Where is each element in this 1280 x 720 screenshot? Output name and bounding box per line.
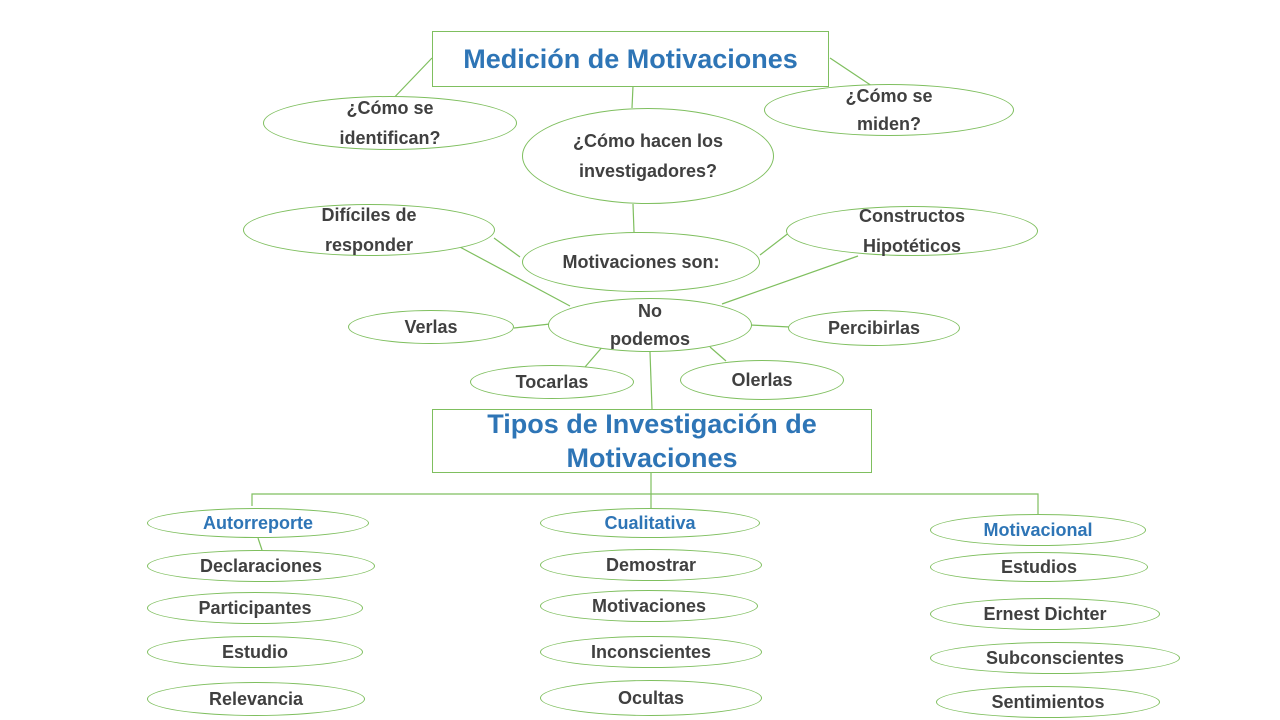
research-types-title: Tipos de Investigación de Motivaciones <box>487 409 817 473</box>
see-label: Verlas <box>404 317 458 337</box>
touch-oval: Tocarlas <box>470 365 634 399</box>
list-item-label: Motivaciones <box>591 596 707 616</box>
difficult-oval: Difíciles de responder <box>243 204 495 256</box>
perceive-oval: Percibirlas <box>788 310 960 346</box>
question-measure: ¿Cómo se miden? <box>845 86 933 134</box>
list-item: Relevancia <box>147 682 365 716</box>
line-cannot-types <box>649 351 653 410</box>
question-researchers: ¿Cómo hacen los investigadores? <box>572 131 724 181</box>
list-item-label: Declaraciones <box>199 556 323 576</box>
list-item: Motivaciones <box>540 590 758 622</box>
list-item: Subconscientes <box>930 642 1180 674</box>
line-constructs-cannot <box>721 255 859 305</box>
motivational-heading: Motivacional <box>983 520 1093 540</box>
list-item-label: Subconscientes <box>985 648 1125 668</box>
perceive-label: Percibirlas <box>827 318 921 338</box>
question-researchers-oval: ¿Cómo hacen los investigadores? <box>522 108 774 204</box>
line-motivations-constructs <box>759 231 791 256</box>
qualitative-heading: Cualitativa <box>604 513 696 533</box>
list-item: Sentimientos <box>936 686 1160 718</box>
line-difficult-cannot <box>457 245 571 307</box>
line-cannot-see <box>513 323 551 329</box>
self-report-heading: Autorreporte <box>202 513 313 533</box>
motivational-heading-oval: Motivacional <box>930 514 1146 546</box>
list-item-label: Estudio <box>222 642 288 662</box>
line-cannot-smell <box>709 346 727 362</box>
difficult-label: Difíciles de responder <box>321 205 417 255</box>
line-selfreport-declarations <box>257 537 263 551</box>
see-oval: Verlas <box>348 310 514 344</box>
list-item-label: Demostrar <box>605 555 697 575</box>
motivations-are-oval: Motivaciones son: <box>522 232 760 292</box>
smell-label: Olerlas <box>731 370 793 390</box>
research-types-box: Tipos de Investigación de Motivaciones <box>432 409 872 473</box>
question-measure-oval: ¿Cómo se miden? <box>764 84 1014 136</box>
line-types-bracket <box>251 493 1039 514</box>
list-item-label: Participantes <box>198 598 312 618</box>
list-item: Estudios <box>930 552 1148 582</box>
line-title-researchers <box>631 85 634 109</box>
list-item: Ernest Dichter <box>930 598 1160 630</box>
line-cannot-perceive <box>749 324 791 328</box>
line-title-measure <box>829 57 876 89</box>
question-identify-oval: ¿Cómo se identifican? <box>263 96 517 150</box>
list-item: Participantes <box>147 592 363 624</box>
list-item-label: Ernest Dichter <box>983 604 1107 624</box>
list-item: Declaraciones <box>147 550 375 582</box>
cannot-label: No podemos <box>610 301 691 349</box>
smell-oval: Olerlas <box>680 360 844 400</box>
main-title: Medición de Motivaciones <box>463 43 798 74</box>
list-item-label: Ocultas <box>617 688 685 708</box>
list-item-label: Inconscientes <box>590 642 712 662</box>
list-item-label: Sentimientos <box>991 692 1105 712</box>
list-item: Demostrar <box>540 549 762 581</box>
question-identify: ¿Cómo se identifican? <box>339 98 441 148</box>
list-item-label: Estudios <box>1000 557 1077 577</box>
main-title-box: Medición de Motivaciones <box>432 31 829 87</box>
line-motivations-difficult <box>493 237 521 258</box>
constructs-label: Constructos Hipotéticos <box>858 206 965 256</box>
line-researchers-motivations <box>632 203 635 233</box>
list-item: Ocultas <box>540 680 762 716</box>
list-item: Inconscientes <box>540 636 762 668</box>
list-item-label: Relevancia <box>208 689 304 709</box>
list-item: Estudio <box>147 636 363 668</box>
constructs-oval: Constructos Hipotéticos <box>786 206 1038 256</box>
touch-label: Tocarlas <box>515 372 589 392</box>
cannot-oval: No podemos <box>548 298 752 352</box>
self-report-heading-oval: Autorreporte <box>147 508 369 538</box>
motivations-are-label: Motivaciones son: <box>562 252 720 272</box>
qualitative-heading-oval: Cualitativa <box>540 508 760 538</box>
